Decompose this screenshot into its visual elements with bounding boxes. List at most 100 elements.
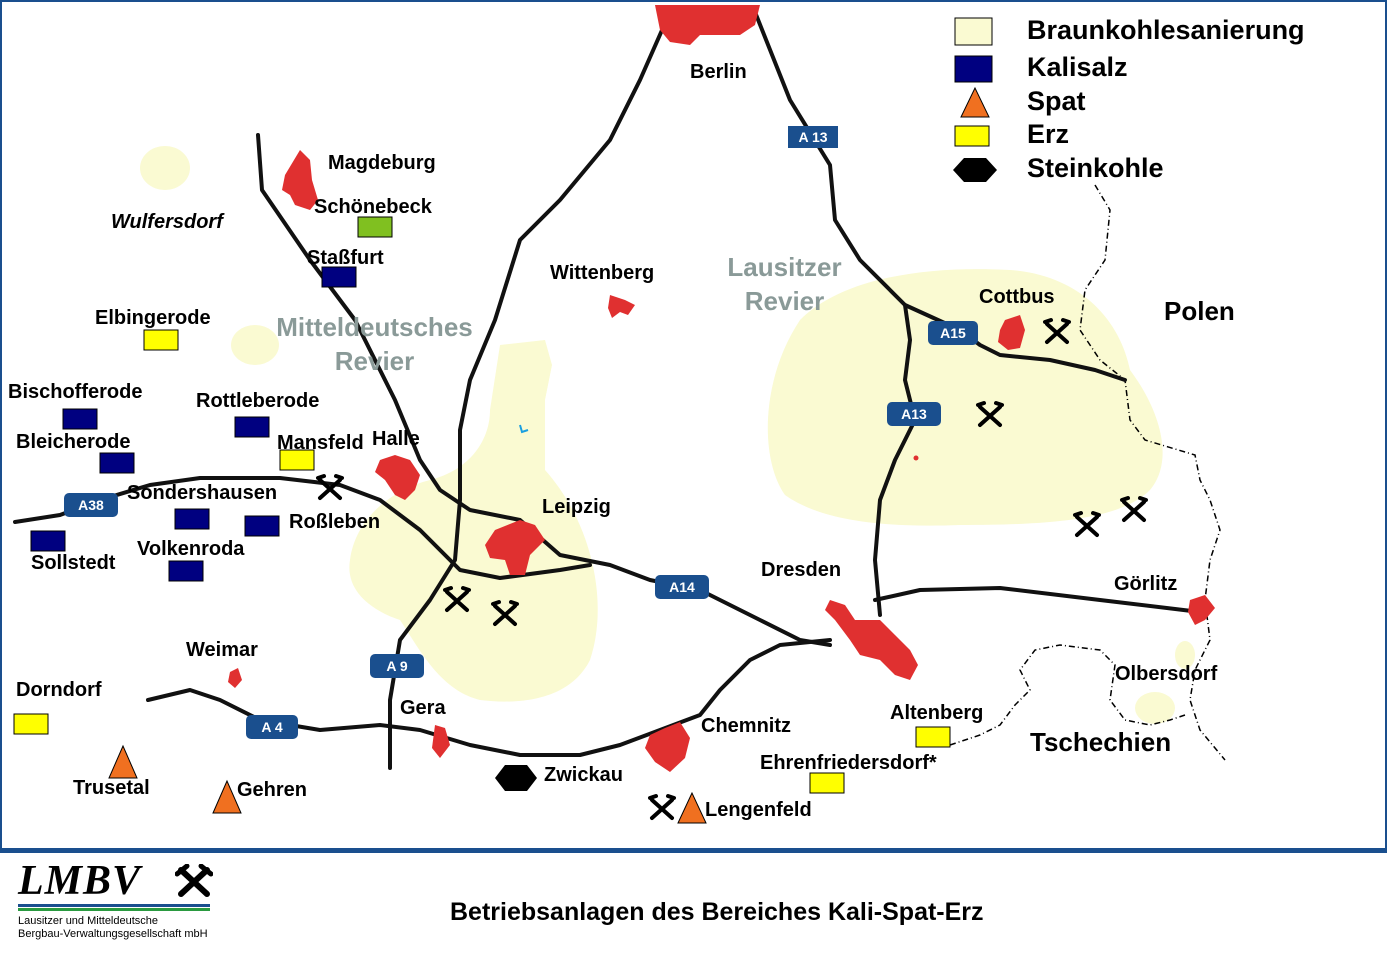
kalisalz-marker-stassfurt xyxy=(321,266,357,288)
kalisalz-markers xyxy=(30,266,357,582)
region-lausitz: Lausitzer Revier xyxy=(712,250,857,318)
legend-spat-label: Spat xyxy=(1027,86,1086,116)
region-mitteldeutsch-line1: Mitteldeutsches xyxy=(276,312,473,342)
legend-erz-label: Erz xyxy=(1027,119,1070,149)
place-stassfurt: Staßfurt xyxy=(307,247,384,269)
logo-subtitle-line2: Bergbau-Verwaltungsgesellschaft mbH xyxy=(18,928,208,940)
marker-schoenebeck xyxy=(357,216,393,238)
logo-stripe-green xyxy=(18,908,210,911)
place-schoenebeck: Schönebeck xyxy=(314,196,432,218)
legend-braunkohle-swatch xyxy=(954,17,993,46)
spat-markers xyxy=(108,744,707,824)
place-wittenberg: Wittenberg xyxy=(550,262,655,284)
footer-title: Betriebsanlagen des Bereiches Kali-Spat-… xyxy=(450,898,984,926)
place-cottbus: Cottbus xyxy=(979,286,1055,308)
place-gera: Gera xyxy=(400,697,446,719)
legend-symbols xyxy=(953,17,997,182)
legend-kalisalz-swatch xyxy=(954,55,993,83)
spat-marker-lengenfeld xyxy=(677,791,707,824)
legend-steinkohle-label: Steinkohle xyxy=(1027,153,1164,183)
place-bleicherode: Bleicherode xyxy=(16,431,131,453)
country-tschechien: Tschechien xyxy=(1030,727,1172,757)
steinkohle-marker-zwickau xyxy=(495,765,537,791)
erz-marker-mansfeld xyxy=(279,449,315,471)
erz-marker-elbingerode xyxy=(143,329,179,351)
kalisalz-marker-bleicherode xyxy=(99,452,135,474)
mining-logo-icon xyxy=(175,864,213,897)
place-trusetal: Trusetal xyxy=(73,777,150,799)
road-network xyxy=(13,10,1202,770)
place-weimar: Weimar xyxy=(186,639,258,661)
road-shield-a15: A15 xyxy=(928,321,978,345)
footer-divider xyxy=(0,850,1387,853)
road-shield-a9: A 9 xyxy=(370,654,424,678)
road-shield-a14: A14 xyxy=(655,575,709,599)
place-mansfeld: Mansfeld xyxy=(277,432,364,454)
place-magdeburg: Magdeburg xyxy=(328,152,436,174)
mine-symbol-leipzig-2 xyxy=(491,600,519,626)
legend-spat-swatch xyxy=(960,86,990,118)
mine-symbol-leipzig-1 xyxy=(443,586,471,612)
road-shield-a4: A 4 xyxy=(246,715,298,739)
country-polen: Polen xyxy=(1164,296,1235,326)
place-leipzig: Leipzig xyxy=(542,496,611,518)
place-olbersdorf: Olbersdorf xyxy=(1115,663,1218,685)
place-altenberg: Altenberg xyxy=(890,702,984,724)
lmbv-logo-subtitle: Lausitzer und Mitteldeutsche Bergbau-Ver… xyxy=(18,915,208,941)
kalisalz-marker-rottleberode xyxy=(234,416,270,438)
region-mitteldeutsch: Mitteldeutsches Revier xyxy=(262,310,487,378)
kalisalz-marker-rossleben xyxy=(244,515,280,537)
erz-markers xyxy=(13,329,951,794)
mine-symbol-lausitz-2 xyxy=(1073,511,1101,537)
erz-marker-dorndorf xyxy=(13,713,49,735)
place-rottleberode: Rottleberode xyxy=(196,390,320,412)
mine-symbol-lausitz-1 xyxy=(976,401,1004,427)
place-sollstedt: Sollstedt xyxy=(31,552,116,574)
city-areas xyxy=(228,5,1215,772)
kalisalz-marker-sollstedt xyxy=(30,530,66,552)
legend-steinkohle-swatch xyxy=(953,158,997,182)
legend-braunkohle-label: Braunkohlesanierung xyxy=(1027,15,1305,45)
place-zwickau: Zwickau xyxy=(544,764,623,786)
region-lausitz-line2: Revier xyxy=(744,286,825,316)
mining-symbols xyxy=(316,318,1148,820)
road-shield-a13-mid: A13 xyxy=(887,402,941,426)
kalisalz-marker-bischofferode xyxy=(62,408,98,430)
place-sondershausen: Sondershausen xyxy=(127,482,278,504)
place-rossleben: Roßleben xyxy=(289,511,381,533)
legend-erz-swatch xyxy=(954,125,990,147)
kalisalz-marker-volkenroda xyxy=(168,560,204,582)
place-chemnitz: Chemnitz xyxy=(701,715,791,737)
footer: LMBV Lausitzer und Mitteldeutsche Bergba… xyxy=(0,850,1387,960)
mine-symbol-lausitz-3 xyxy=(1120,496,1148,522)
lmbv-logo-text: LMBV xyxy=(18,858,142,904)
road-shield-a38: A38 xyxy=(64,493,118,517)
mine-symbol-lengenfeld xyxy=(648,794,676,820)
spat-marker-trusetal xyxy=(108,744,138,779)
place-ehrenfriedersdorf: Ehrenfriedersdorf* xyxy=(760,752,937,774)
place-dorndorf: Dorndorf xyxy=(16,679,102,701)
place-lengenfeld: Lengenfeld xyxy=(705,799,812,821)
road-shield-a13-top: A 13 xyxy=(788,126,838,148)
erz-marker-altenberg xyxy=(915,726,951,748)
place-goerlitz: Görlitz xyxy=(1114,573,1178,595)
place-elbingerode: Elbingerode xyxy=(95,307,211,329)
place-dresden: Dresden xyxy=(761,559,842,581)
kalisalz-marker-sondershausen xyxy=(174,508,210,530)
place-wulfersdorf: Wulfersdorf xyxy=(111,211,223,233)
logo-subtitle-line1: Lausitzer und Mitteldeutsche xyxy=(18,915,159,927)
place-berlin: Berlin xyxy=(690,61,747,83)
map-canvas xyxy=(0,0,1387,850)
place-bischofferode: Bischofferode xyxy=(8,381,143,403)
place-halle: Halle xyxy=(372,428,420,450)
country-borders xyxy=(949,184,1226,761)
mine-symbol-cottbus xyxy=(1043,318,1071,344)
place-volkenroda: Volkenroda xyxy=(137,538,245,560)
region-mitteldeutsch-line2: Revier xyxy=(334,346,415,376)
legend-kalisalz-label: Kalisalz xyxy=(1027,52,1128,82)
braunkohle-areas xyxy=(140,146,1195,724)
mine-symbol-halle xyxy=(316,474,344,500)
erz-marker-ehrenfriedersdorf xyxy=(809,772,845,794)
place-gehren: Gehren xyxy=(237,779,308,801)
